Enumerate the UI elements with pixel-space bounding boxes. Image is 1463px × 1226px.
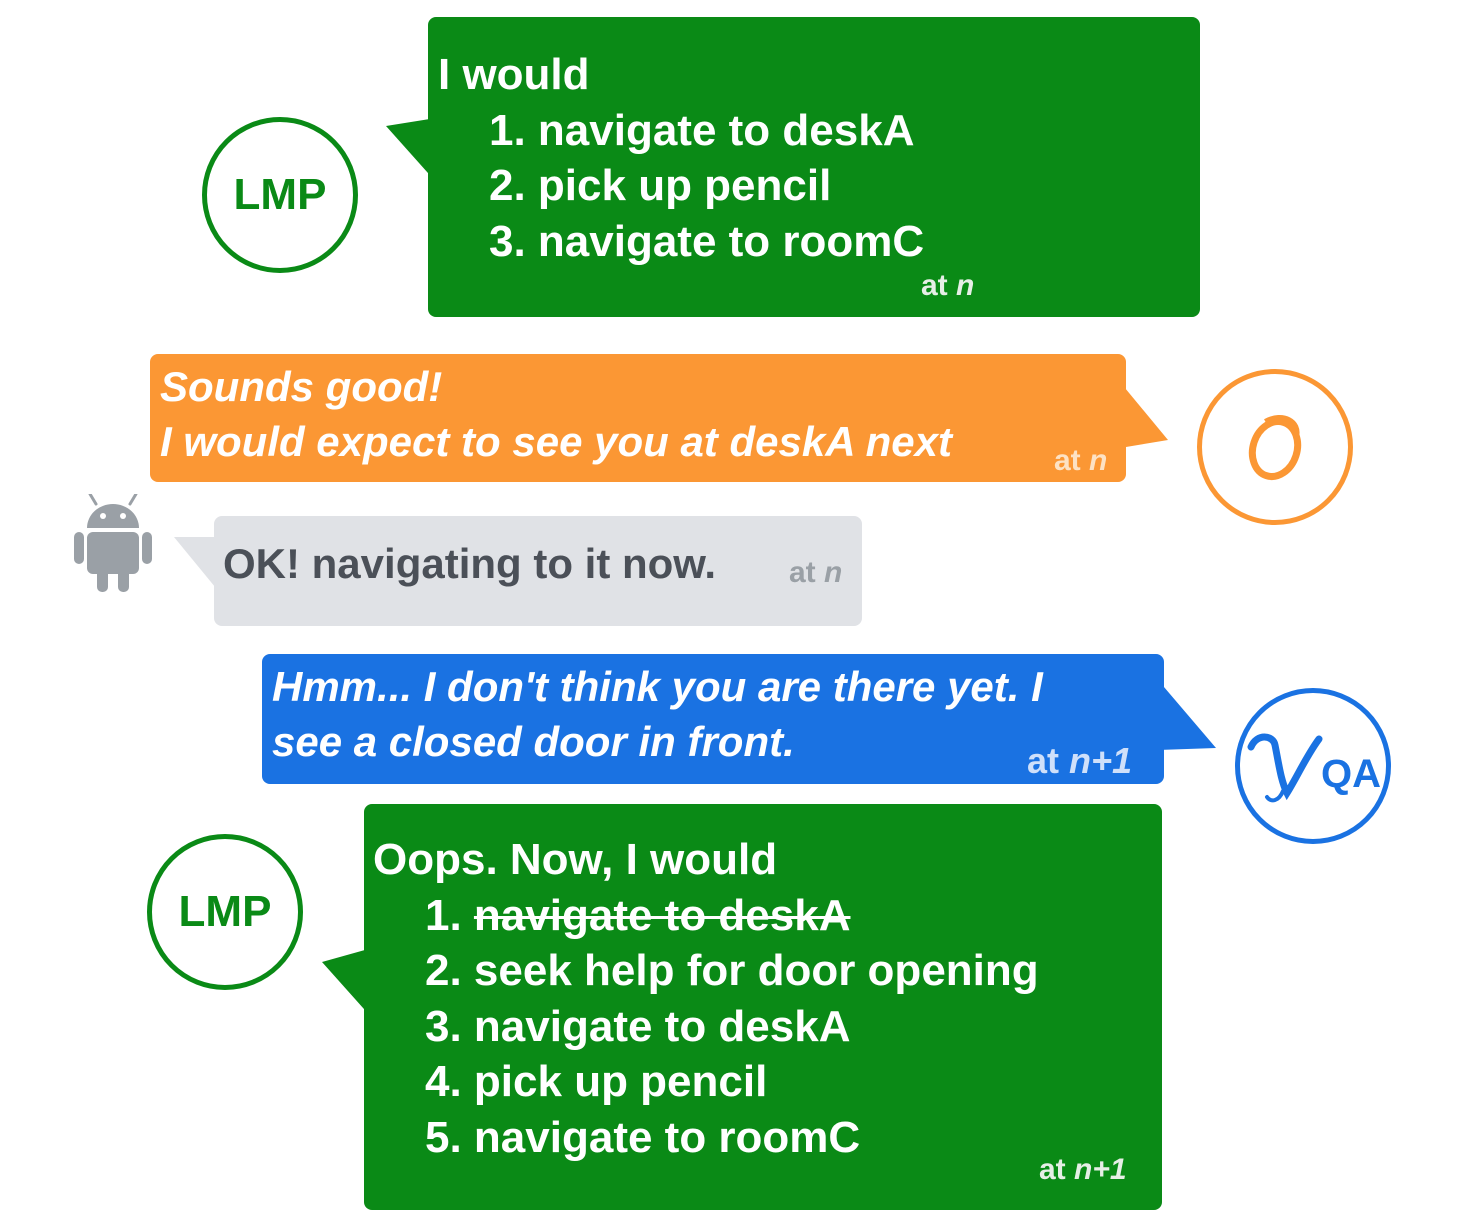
message-tail xyxy=(322,948,372,1018)
message-tail xyxy=(1158,680,1216,750)
message-intro: Oops. Now, I would xyxy=(373,835,778,884)
message-timestamp: at n xyxy=(1054,444,1108,477)
message-line: I would expect to see you at deskA next xyxy=(160,418,952,465)
observer-avatar xyxy=(1197,369,1353,525)
plan-step: 5. navigate to roomC xyxy=(425,1113,860,1163)
lmp-avatar-label: LMP xyxy=(178,887,272,936)
plan-step-text: navigate to deskA xyxy=(473,1002,851,1051)
message-bubble-lmp-plan: I would 1. navigate to deskA 2. pick up … xyxy=(428,17,1200,317)
vqa-logo-icon: QA xyxy=(1247,733,1381,803)
android-robot-icon xyxy=(74,494,152,592)
message-bubble-vqa: Hmm... I don't think you are there yet. … xyxy=(262,654,1164,784)
plan-step: 2. pick up pencil xyxy=(489,161,832,210)
message-tail xyxy=(174,537,220,593)
lmp-avatar-label: LMP xyxy=(233,170,327,219)
vqa-avatar: QA xyxy=(1235,688,1391,844)
lmp-avatar: LMP xyxy=(202,117,358,273)
message-tail xyxy=(1120,382,1168,448)
message-tail xyxy=(386,118,436,182)
message-timestamp: at n+1 xyxy=(1039,1153,1127,1186)
plan-step: 3. navigate to roomC xyxy=(489,217,925,266)
lmp-avatar: LMP xyxy=(147,834,303,990)
o-script-icon xyxy=(1248,415,1302,480)
plan-step: 1. navigate to deskA xyxy=(425,891,850,941)
vqa-logo-text: QA xyxy=(1321,752,1381,796)
plan-step: 3. navigate to deskA xyxy=(425,1002,850,1052)
message-bubble-robot: OK! navigating to it now. at n xyxy=(214,516,862,626)
plan-step-number: 4. xyxy=(425,1057,474,1106)
message-timestamp: at n xyxy=(921,269,975,302)
message-timestamp: at n+1 xyxy=(1027,740,1133,781)
message-intro: I would xyxy=(438,50,590,99)
message-line: Sounds good! xyxy=(160,363,443,410)
plan-step-struck-text: navigate to deskA xyxy=(473,891,851,940)
plan-step: 4. pick up pencil xyxy=(425,1057,767,1107)
message-text: OK! navigating to it now. xyxy=(223,540,717,587)
message-timestamp: at n xyxy=(789,556,843,589)
plan-step-number: 1. xyxy=(425,891,474,940)
message-line: see a closed door in front. xyxy=(272,718,795,765)
message-bubble-observer: Sounds good! I would expect to see you a… xyxy=(150,354,1126,482)
plan-step-number: 5. xyxy=(425,1113,474,1162)
plan-step: 2. seek help for door opening xyxy=(425,946,1039,996)
message-bubble-lmp-revised-plan: Oops. Now, I would 1. navigate to deskA … xyxy=(364,804,1162,1210)
plan-step: 1. navigate to deskA xyxy=(489,106,915,155)
plan-step-number: 3. xyxy=(425,1002,474,1051)
message-line: Hmm... I don't think you are there yet. … xyxy=(272,663,1043,710)
plan-step-number: 2. xyxy=(425,946,474,995)
plan-step-text: seek help for door opening xyxy=(473,946,1039,995)
plan-step-text: pick up pencil xyxy=(473,1057,768,1106)
plan-step-text: navigate to roomC xyxy=(473,1113,861,1162)
